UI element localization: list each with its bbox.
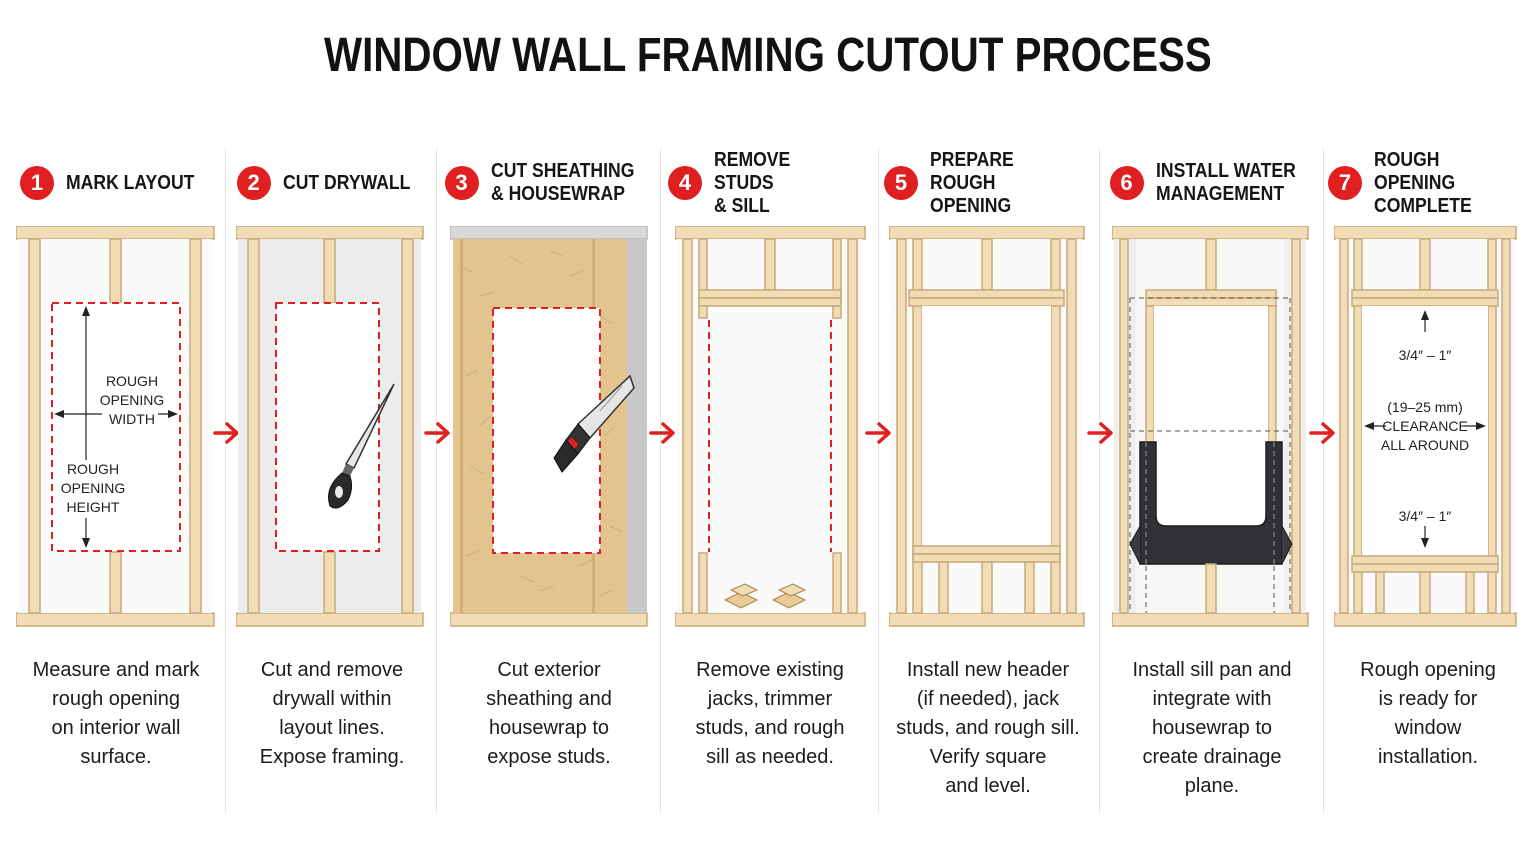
column-divider [660, 148, 661, 813]
top-clearance-label: 3/4″ – 1″ [1399, 347, 1452, 363]
step-title: ROUGH OPENING COMPLETE [1374, 148, 1472, 217]
step-description: Install sill pan and integrate with hous… [1132, 659, 1292, 797]
next-step-arrow-icon [1309, 422, 1335, 444]
step-description: Cut and remove drywall within layout lin… [259, 659, 405, 768]
next-step-arrow-icon [865, 422, 891, 444]
step-5-panel: 5 PREPARE ROUGH OPENING Install new head… [884, 148, 1092, 813]
clearance-label: CLEARANCE [1382, 418, 1468, 434]
step-title: CUT SHEATHING & HOUSEWRAP [490, 160, 634, 205]
rough-opening-width-label: OPENING [100, 392, 165, 408]
sill-pan-icon [1129, 441, 1293, 566]
step-title: INSTALL WATER MANAGEMENT [1155, 160, 1296, 205]
rough-opening-height-label: ROUGH [67, 461, 119, 477]
step-title: REMOVE STUDS & SILL [714, 148, 791, 217]
wood-scraps-icon [723, 583, 807, 609]
step-number-badge: 4 [668, 166, 702, 200]
step-number-badge: 1 [20, 166, 55, 200]
step-header: 2 CUT DRYWALL [232, 148, 432, 218]
step-header: 6 INSTALL WATER MANAGEMENT [1106, 148, 1318, 218]
next-step-arrow-icon [213, 422, 239, 444]
next-step-arrow-icon [1087, 422, 1113, 444]
utility-knife-icon [553, 374, 635, 473]
step-description: Remove existing jacks, trimmer studs, an… [695, 659, 845, 768]
next-step-arrow-icon [649, 422, 675, 444]
step-number-badge: 7 [1328, 166, 1362, 200]
rough-opening-width-label: ROUGH [106, 373, 158, 389]
drywall-saw-icon [328, 383, 395, 509]
step-description: Measure and mark rough opening on interi… [32, 659, 200, 768]
clearance-metric-label: (19–25 mm) [1387, 399, 1462, 415]
step-header: 3 CUT SHEATHING & HOUSEWRAP [444, 148, 654, 218]
step-number-badge: 6 [1109, 166, 1144, 200]
step-number-badge: 3 [444, 166, 479, 200]
step-7-panel: 7 ROUGH OPENING COMPLETE 3/4″ – 1″ ( [1328, 148, 1528, 813]
step-6-panel: 6 INSTALL WATER MANAGEMENT Install sill … [1106, 148, 1318, 813]
step-4-panel: 4 REMOVE STUDS & SILL Remove existing ja… [668, 148, 872, 813]
step-header: 7 ROUGH OPENING COMPLETE [1328, 148, 1528, 218]
page-title: WINDOW WALL FRAMING CUTOUT PROCESS [324, 29, 1212, 82]
wall-frame-diagram [675, 226, 866, 627]
wall-frame-diagram [889, 226, 1085, 627]
step-header: 1 MARK LAYOUT [10, 148, 222, 218]
wall-frame-diagram: ROUGH OPENING WIDTH ROUGH OPENING HEIGHT [16, 226, 215, 627]
bottom-clearance-label: 3/4″ – 1″ [1399, 508, 1452, 524]
wall-frame-diagram: 3/4″ – 1″ (19–25 mm) CLEARANCE ALL AROUN… [1334, 226, 1517, 627]
column-divider [225, 148, 226, 813]
all-around-label: ALL AROUND [1381, 437, 1469, 453]
step-header: 5 PREPARE ROUGH OPENING [884, 148, 1092, 218]
next-step-arrow-icon [424, 422, 450, 444]
step-2-panel: 2 CUT DRYWALL Cut and remove drywall wit… [232, 148, 432, 813]
step-description: Rough opening is ready for window instal… [1360, 659, 1496, 768]
rough-opening-width-label: WIDTH [109, 411, 155, 427]
step-1-panel: 1 MARK LAYOUT ROUGH OPENING WIDTH ROUGH … [10, 148, 222, 813]
wall-frame-diagram [236, 226, 424, 627]
rough-opening-height-label: OPENING [61, 480, 126, 496]
column-divider [878, 148, 879, 813]
step-title: MARK LAYOUT [66, 171, 195, 194]
step-number-badge: 2 [236, 166, 271, 200]
column-divider [1099, 148, 1100, 813]
wall-frame-diagram [1112, 226, 1309, 627]
column-divider [1323, 148, 1324, 813]
step-title: PREPARE ROUGH OPENING [930, 148, 1014, 217]
step-title: CUT DRYWALL [282, 171, 411, 194]
step-header: 4 REMOVE STUDS & SILL [668, 148, 872, 218]
column-divider [436, 148, 437, 813]
step-description: Install new header (if needed), jack stu… [896, 659, 1080, 797]
wall-frame-diagram [450, 226, 648, 627]
clearance-arrows-icon [1364, 310, 1486, 548]
step-number-badge: 5 [884, 166, 918, 200]
step-description: Cut exterior sheathing and housewrap to … [486, 659, 612, 768]
rough-opening-height-label: HEIGHT [67, 499, 120, 515]
step-3-panel: 3 CUT SHEATHING & HOUSEWRAP Cut exterio [444, 148, 654, 813]
